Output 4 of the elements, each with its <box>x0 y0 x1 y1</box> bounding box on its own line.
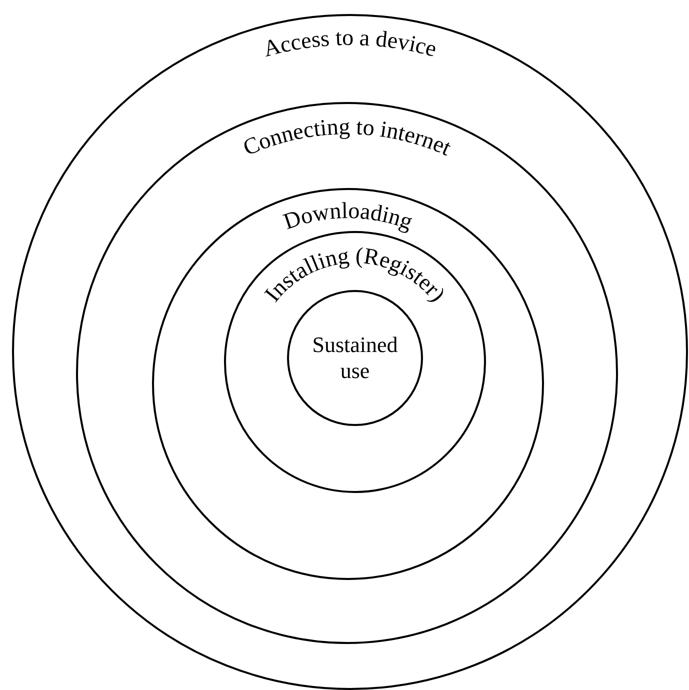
ring-label: Connecting to internet <box>239 114 455 160</box>
ring-label: Downloading <box>280 198 416 234</box>
ring-label: Access to a device <box>260 24 440 62</box>
core-label: Sustained use <box>311 332 399 384</box>
